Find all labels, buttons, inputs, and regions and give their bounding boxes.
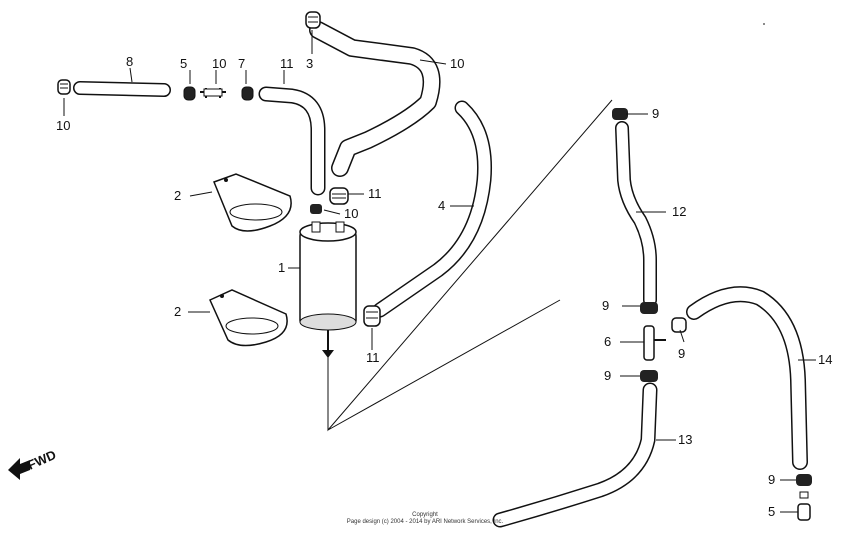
callout-9-a: 9 — [652, 106, 659, 121]
callout-3: 3 — [306, 56, 313, 71]
bracket-2-lower — [209, 289, 288, 347]
clamp-11-canister — [329, 187, 349, 205]
leader-lines — [63, 30, 816, 513]
callout-10-a: 10 — [56, 118, 70, 133]
hose-7 — [258, 86, 326, 196]
callout-10-b: 10 — [212, 56, 226, 71]
hose-13 — [492, 382, 658, 528]
callout-11-a: 11 — [280, 56, 294, 71]
clamp-10-left — [57, 79, 71, 95]
callout-labels: 8 10 5 10 7 11 3 10 2 11 10 4 1 2 11 9 1… — [56, 54, 832, 519]
clamp-9-hose14 — [671, 317, 687, 333]
joint-5-bottom — [797, 491, 811, 521]
clamp-9-top — [612, 108, 628, 120]
callout-11-c: 11 — [366, 350, 380, 365]
callout-14: 14 — [818, 352, 832, 367]
callout-5-b: 5 — [768, 504, 775, 519]
callout-2-b: 2 — [174, 304, 181, 319]
callout-5-a: 5 — [180, 56, 187, 71]
callout-4: 4 — [438, 198, 445, 213]
callout-11-b: 11 — [368, 186, 382, 201]
copyright-line-1: Copyright — [412, 512, 438, 518]
callout-10-c: 10 — [450, 56, 464, 71]
hose-4 — [372, 100, 493, 318]
clamp-11-top — [305, 11, 321, 29]
callout-1: 1 — [278, 260, 285, 275]
fwd-label: FWD — [25, 447, 58, 473]
clamp-9-upper-joint — [640, 302, 658, 314]
bracket-2-upper — [213, 173, 292, 232]
fwd-indicator: FWD — [8, 447, 58, 480]
copyright-notice: Copyright Page design (c) 2004 - 2014 by… — [347, 512, 504, 525]
callout-9-b: 9 — [602, 298, 609, 313]
callout-8: 8 — [126, 54, 133, 69]
callout-13: 13 — [678, 432, 692, 447]
clamp-10-mid — [183, 86, 196, 101]
callout-7: 7 — [238, 56, 245, 71]
copyright-line-2: Page design (c) 2004 - 2014 by ARI Netwo… — [347, 519, 504, 525]
hose-14 — [686, 286, 808, 470]
clamp-9-bottom — [796, 474, 812, 486]
callout-12: 12 — [672, 204, 686, 219]
hose-3 — [309, 21, 441, 177]
clamp-11-lower — [363, 305, 381, 327]
canister-1 — [299, 221, 357, 358]
fwd-arrow-icon — [8, 458, 30, 480]
joint-6 — [643, 325, 666, 361]
joint-5-top — [200, 88, 226, 98]
clamp-10-right — [241, 86, 254, 101]
callout-9-e: 9 — [768, 472, 775, 487]
clamp-9-lower-joint — [640, 370, 658, 382]
assembly-leader — [327, 99, 613, 432]
callout-9-c: 9 — [604, 368, 611, 383]
hose-8 — [73, 81, 171, 97]
speck — [763, 23, 765, 25]
callout-9-d: 9 — [678, 346, 685, 361]
callout-2-a: 2 — [174, 188, 181, 203]
clamp-10-canister — [310, 204, 322, 214]
callout-6: 6 — [604, 334, 611, 349]
hose-12 — [615, 121, 657, 307]
callout-10-d: 10 — [344, 206, 358, 221]
